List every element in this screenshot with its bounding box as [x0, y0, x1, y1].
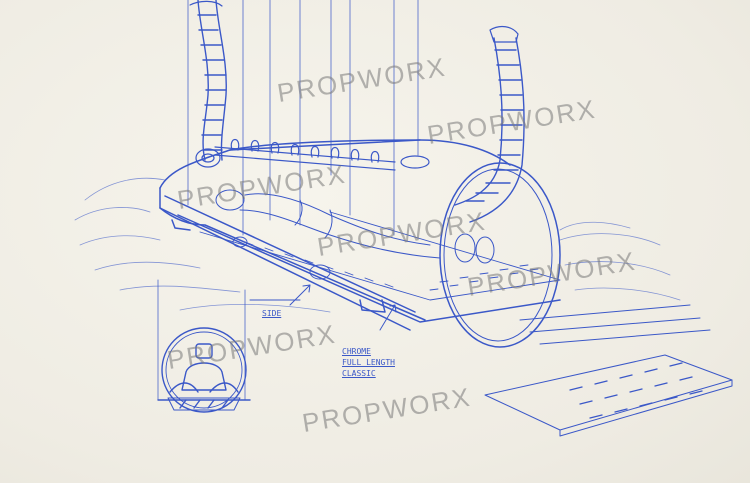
figure-inside-pod — [215, 189, 495, 264]
suspension-lines — [157, 0, 419, 401]
control-panel — [484, 304, 733, 437]
inset-detail-circle — [157, 327, 251, 413]
side-label: SIDE — [262, 309, 282, 318]
panel-buttons — [569, 362, 703, 419]
right-hose — [454, 25, 525, 223]
ground-cloud-shading — [74, 177, 681, 313]
grated-tray — [199, 211, 561, 301]
top-pipe — [195, 138, 430, 171]
left-hose-top — [189, 0, 223, 7]
material-notes: CHROME FULL LENGTH CLASSIC — [342, 347, 395, 378]
pod-body — [159, 139, 561, 348]
left-hose — [197, 0, 227, 161]
callout-arrows — [249, 284, 397, 331]
